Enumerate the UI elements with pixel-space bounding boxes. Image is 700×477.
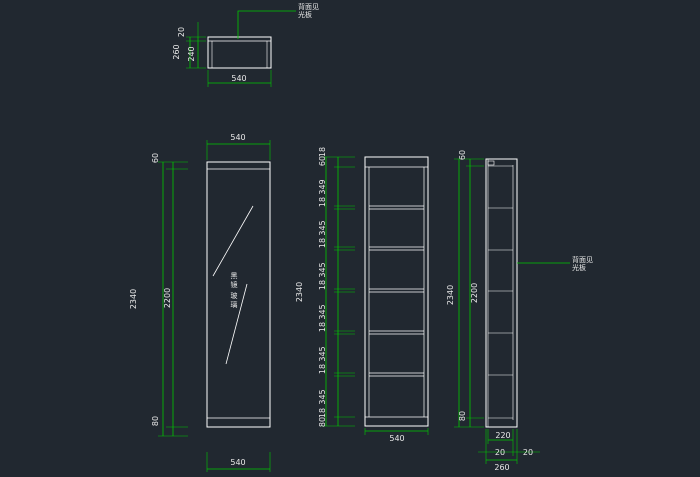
front-outline (364, 156, 429, 427)
door-dim-height-total: 2340 (129, 289, 138, 309)
side-dim-inner: 220 (495, 431, 510, 440)
front-dim-space-3: 345 (318, 262, 327, 277)
front-dim-top-a: 18 (318, 147, 327, 157)
plan-outline (207, 36, 272, 69)
side-dim-bottom: 80 (458, 411, 467, 421)
front-dim-top-b: 60 (318, 156, 327, 166)
door-dim-width-bottom: 540 (230, 458, 245, 467)
front-dim-bottom-a: 80 (318, 417, 327, 427)
door-label-char-2: 镜 (231, 280, 238, 289)
front-dim-shelf-1: 18 (318, 197, 327, 207)
side-outline (485, 158, 518, 428)
front-dim-space-4: 345 (318, 304, 327, 319)
mirror-reflection-line-1 (212, 205, 254, 277)
front-dim-shelf-4: 18 (318, 322, 327, 332)
side-top-detail (487, 160, 495, 166)
mirror-reflection-line-2 (225, 283, 248, 365)
plan-view (186, 10, 296, 87)
plan-dim-depth-total: 260 (172, 44, 181, 59)
plan-note-line1: 背面见 (298, 2, 319, 11)
plan-dim-width: 540 (231, 74, 246, 83)
door-label-char-4: 璃 (231, 300, 238, 309)
front-dim-space-2: 345 (318, 220, 327, 235)
plan-note-line2: 光板 (298, 10, 312, 19)
door-dim-middle: 2200 (163, 288, 172, 308)
door-label-char-3: 玻 (231, 291, 238, 300)
door-outline (206, 161, 271, 428)
plan-dim-depth-inner: 240 (187, 46, 196, 61)
front-dim-shelf-3: 18 (318, 280, 327, 290)
door-dim-bottom: 80 (151, 416, 160, 426)
front-dim-space-1: 349 (318, 179, 327, 194)
front-view (321, 156, 429, 435)
door-dim-width-top: 540 (230, 133, 245, 142)
side-view (454, 158, 570, 464)
front-dim-shelf-2: 18 (318, 238, 327, 248)
side-dim-total: 260 (494, 463, 509, 472)
door-dim-top: 60 (151, 153, 160, 163)
side-dim-left: 20 (495, 448, 505, 457)
door-view (158, 140, 271, 472)
side-dim-right: 20 (523, 448, 533, 457)
door-label-char-1: 黑 (231, 272, 238, 280)
front-dim-space-5: 345 (318, 346, 327, 361)
front-dim-shelf-5: 18 (318, 364, 327, 374)
side-note-line1: 背面见 (572, 255, 593, 264)
front-dim-bottom-b: 18 (318, 408, 327, 418)
side-dim-height-total: 2340 (446, 285, 455, 305)
door-material-label: 黑 镜 玻 璃 (231, 272, 238, 309)
front-dim-height-total: 2340 (295, 282, 304, 302)
side-dim-middle: 2200 (470, 283, 479, 303)
side-note-line2: 光板 (572, 263, 586, 272)
front-dim-space-6: 345 (318, 389, 327, 404)
plan-dim-top: 20 (177, 27, 186, 37)
front-dim-width: 540 (389, 434, 404, 443)
side-dim-top: 60 (458, 150, 467, 160)
plan-note-leader (237, 10, 296, 39)
